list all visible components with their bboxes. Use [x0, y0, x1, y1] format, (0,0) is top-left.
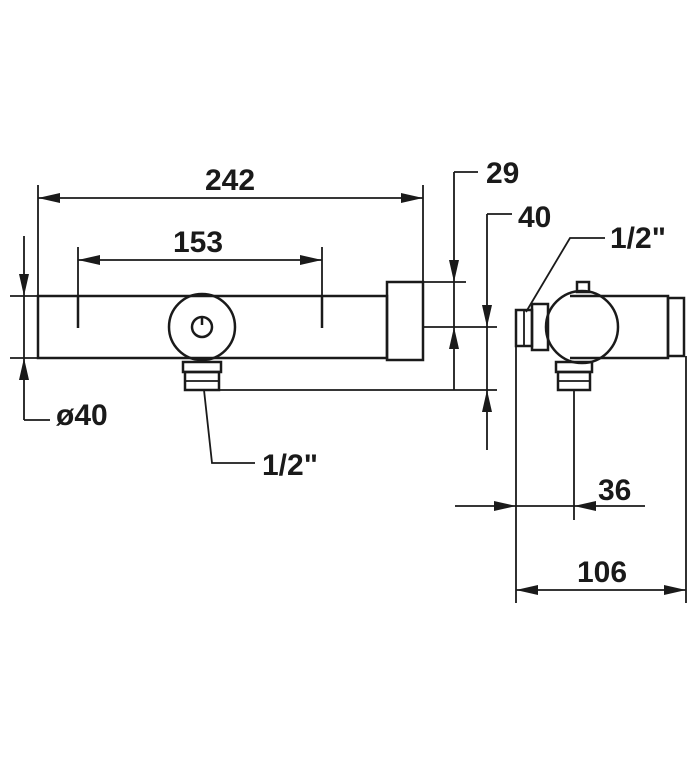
- front-view: [36, 280, 425, 392]
- dim-242-label: 242: [205, 164, 255, 197]
- dim-29-label: 29: [486, 157, 519, 190]
- side-knob-outer: [544, 289, 620, 365]
- dim-153-label: 153: [173, 226, 223, 259]
- dim-153: [78, 255, 322, 265]
- dim-36: [455, 501, 645, 511]
- front-outlet-nut: [181, 360, 223, 374]
- dim-diameter: [19, 236, 50, 421]
- side-rear-cap: [666, 296, 686, 358]
- dim-40-label: 40: [518, 201, 551, 234]
- dim-29: [449, 171, 478, 390]
- dim-diameter-label: ø40: [56, 399, 108, 432]
- side-extension-lines: [515, 346, 687, 603]
- front-end-cap: [385, 280, 425, 362]
- front-extension-lines: [10, 185, 497, 391]
- front-knob-outer: [167, 292, 237, 362]
- side-inlet-nut: [530, 302, 550, 352]
- dim-36-label: 36: [598, 474, 631, 507]
- dim-106-label: 106: [577, 556, 627, 589]
- dim-106: [516, 585, 686, 595]
- dim-40: [482, 213, 512, 450]
- side-view: [514, 280, 686, 392]
- side-thread-label: 1/2": [610, 222, 666, 255]
- leader-front-thread: [203, 389, 255, 464]
- front-thread-label: 1/2": [262, 449, 318, 482]
- side-top-cap: [575, 280, 591, 294]
- dim-242: [38, 193, 423, 203]
- leader-side-thread: [525, 237, 605, 313]
